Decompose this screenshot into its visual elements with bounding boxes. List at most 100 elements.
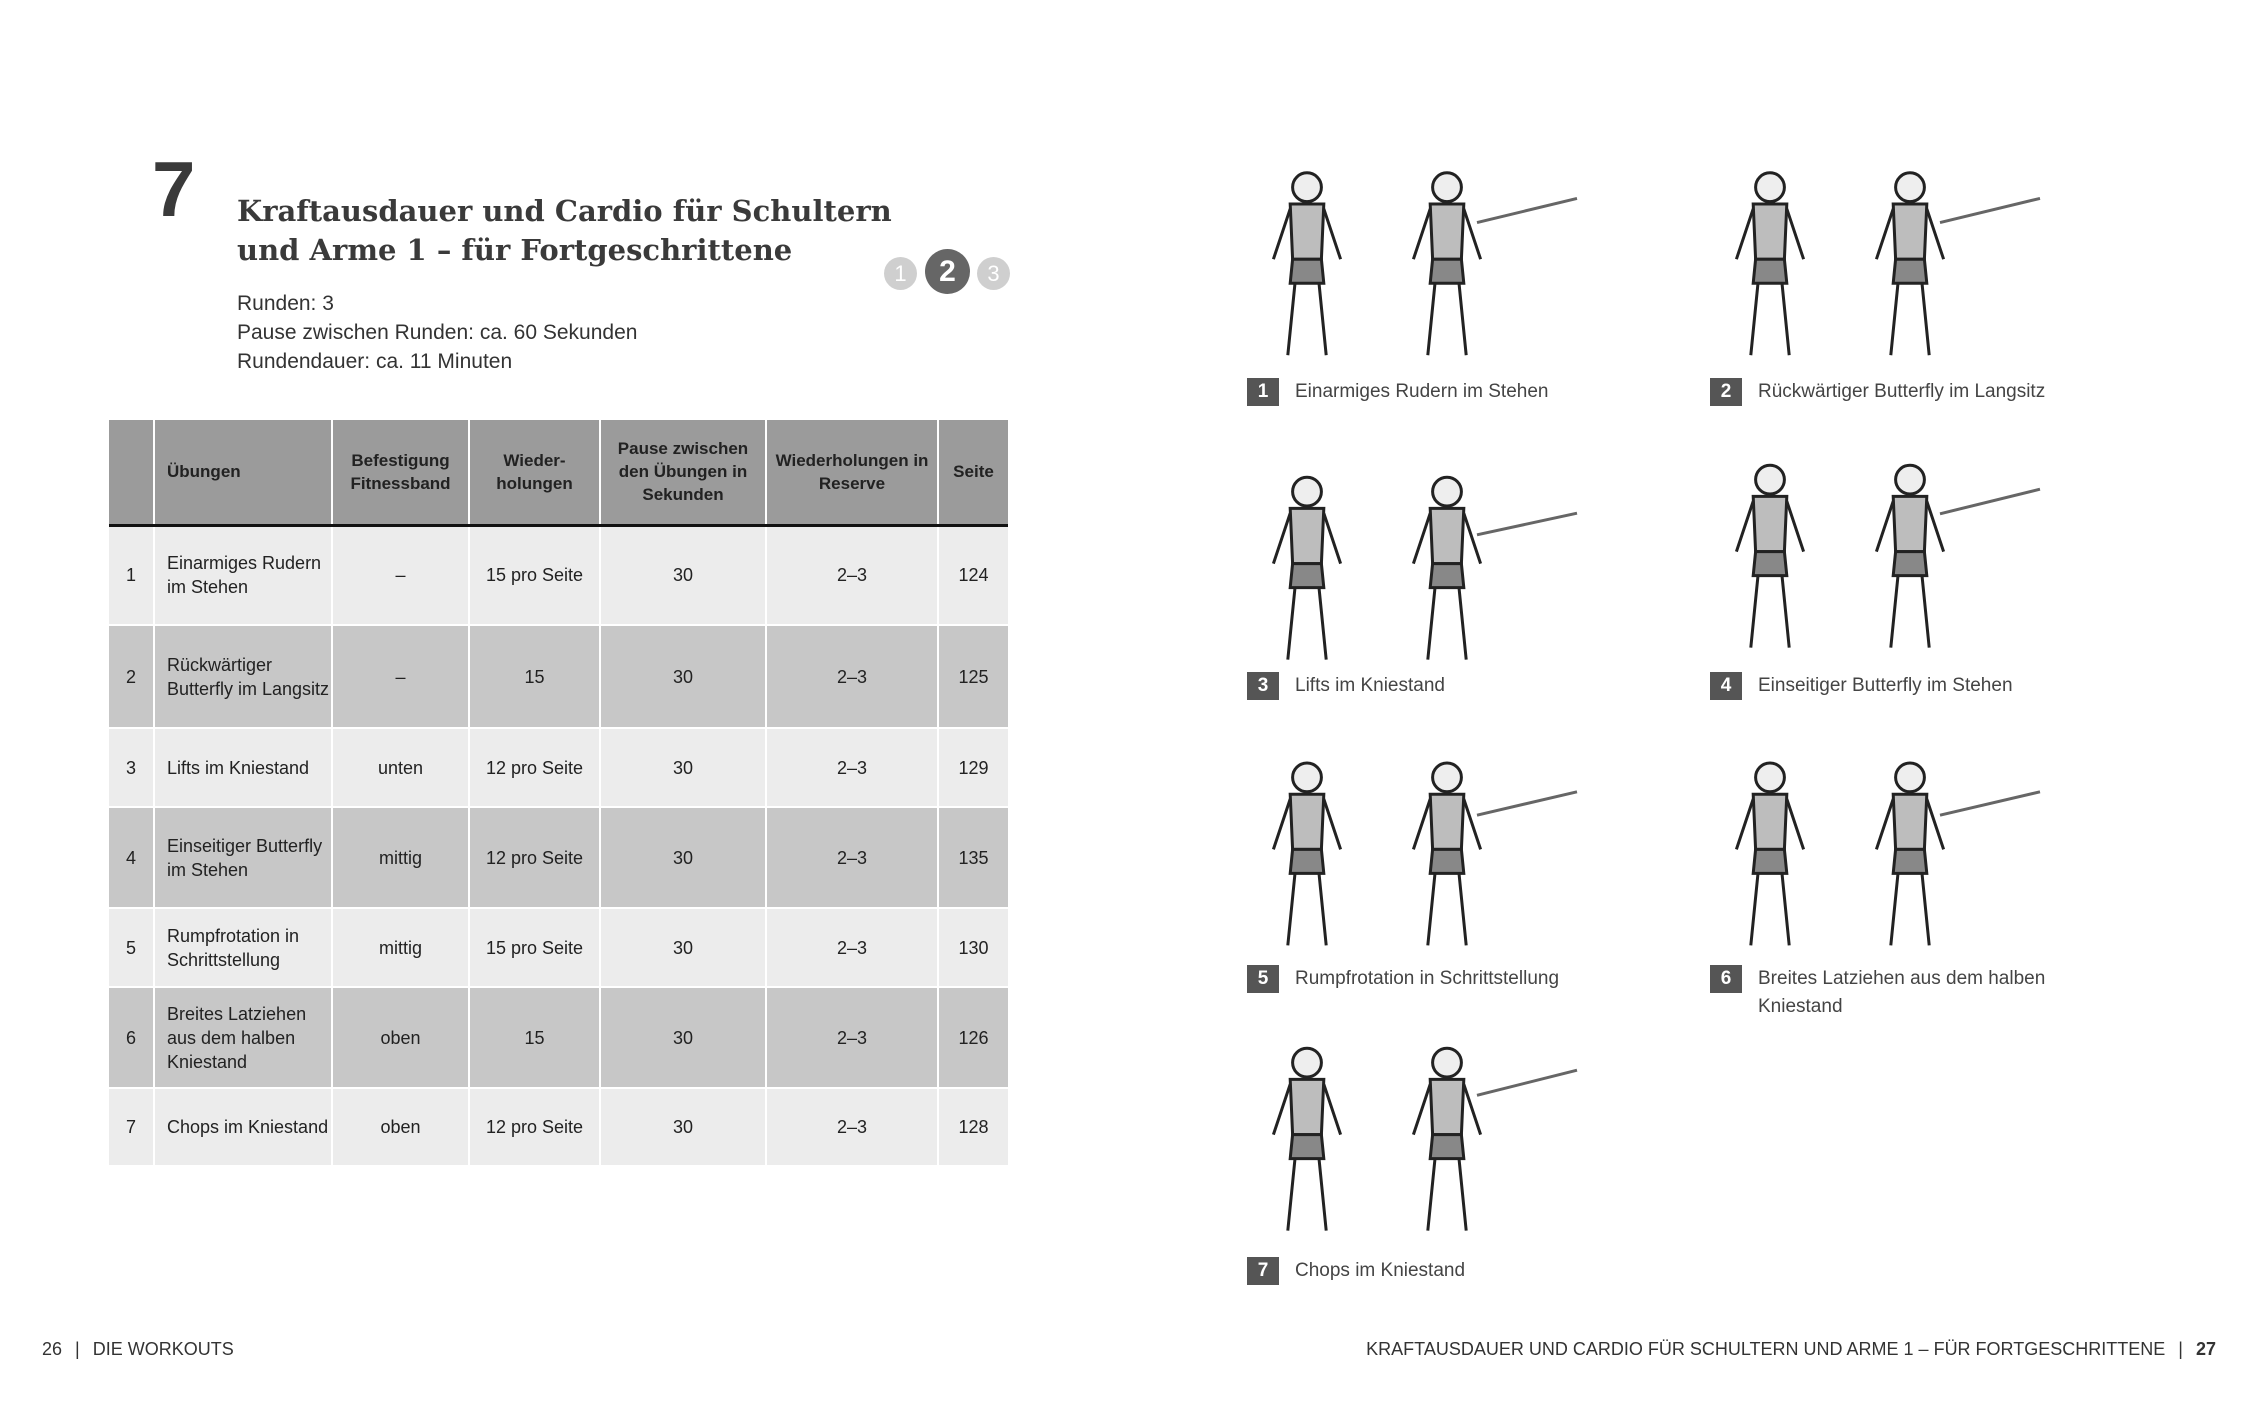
athlete-figure bbox=[1271, 475, 1343, 660]
cell-exercise: Breites Latziehen aus dem halben Kniesta… bbox=[153, 987, 332, 1089]
cell-pause: 30 bbox=[599, 728, 766, 808]
col-header-page: Seite bbox=[937, 420, 1008, 527]
workout-table: Übungen Befestigung Fitnessband Wieder-h… bbox=[109, 420, 1008, 1167]
exercise-caption: 6 Breites Latziehen aus dem halben Kniest… bbox=[1710, 965, 2070, 1021]
exercise-number-box: 6 bbox=[1710, 965, 1742, 993]
cell-reps: 12 pro Seite bbox=[468, 728, 600, 808]
cell-pause: 30 bbox=[599, 525, 766, 626]
chapter-number: 7 bbox=[152, 145, 196, 233]
cell-reserve: 2–3 bbox=[765, 807, 938, 909]
exercise-caption: 5 Rumpfrotation in Schrittstellung bbox=[1247, 965, 1627, 993]
exercise-illustration-4 bbox=[1710, 440, 2090, 671]
exercise-label: Einarmiges Rudern im Stehen bbox=[1295, 381, 1549, 402]
exercise-illustration-1 bbox=[1247, 150, 1627, 377]
exercise-illustration-6 bbox=[1710, 745, 2090, 964]
cell-attachment: oben bbox=[331, 987, 469, 1089]
cell-reps: 12 pro Seite bbox=[468, 807, 600, 909]
cell-reserve: 2–3 bbox=[765, 987, 938, 1089]
cell-reps: 12 pro Seite bbox=[468, 1088, 600, 1167]
col-header-exercises: Übungen bbox=[153, 420, 332, 527]
exercise-number-box: 5 bbox=[1247, 965, 1279, 993]
exercise-number-box: 3 bbox=[1247, 672, 1279, 700]
athlete-figure bbox=[1411, 475, 1483, 660]
cell-attachment: – bbox=[331, 625, 469, 729]
exercise-label: Chops im Kniestand bbox=[1295, 1260, 1466, 1281]
athlete-figure bbox=[1271, 1046, 1343, 1231]
col-header-number bbox=[109, 420, 154, 527]
cell-reserve: 2–3 bbox=[765, 1088, 938, 1167]
cell-number: 2 bbox=[109, 625, 154, 729]
cell-reps: 15 pro Seite bbox=[468, 908, 600, 988]
col-header-pause: Pause zwischen den Übungen in Sekunden bbox=[599, 420, 766, 527]
cell-reps: 15 bbox=[468, 625, 600, 729]
resistance-band bbox=[1939, 196, 2041, 225]
level-badge-2-active: 2 bbox=[925, 249, 970, 294]
footer-right: KRAFTAUSDAUER UND CARDIO FÜR SCHULTERN U… bbox=[1366, 1339, 2216, 1360]
cell-exercise: Rumpfrotation in Schrittstellung bbox=[153, 908, 332, 988]
cell-reserve: 2–3 bbox=[765, 728, 938, 808]
cell-pause: 30 bbox=[599, 807, 766, 909]
exercise-caption: 3 Lifts im Kniestand bbox=[1247, 672, 1627, 700]
athlete-figure bbox=[1874, 463, 1946, 648]
cell-reps: 15 bbox=[468, 987, 600, 1089]
cell-pause: 30 bbox=[599, 1088, 766, 1167]
footer-section-left: DIE WORKOUTS bbox=[92, 1339, 234, 1359]
exercise-label: Einseitiger Butterfly im Stehen bbox=[1758, 675, 2013, 696]
exercise-caption: 2 Rückwärtiger Butterfly im Langsitz bbox=[1710, 378, 2070, 406]
athlete-figure bbox=[1411, 1046, 1483, 1231]
athlete-figure bbox=[1734, 761, 1806, 946]
resistance-band bbox=[1939, 790, 2041, 817]
cell-reps: 15 pro Seite bbox=[468, 525, 600, 626]
athlete-figure bbox=[1734, 463, 1806, 648]
cell-attachment: unten bbox=[331, 728, 469, 808]
cell-exercise: Einseitiger Butterfly im Stehen bbox=[153, 807, 332, 909]
cell-page: 126 bbox=[937, 987, 1008, 1089]
exercise-number-box: 7 bbox=[1247, 1257, 1279, 1285]
cell-reserve: 2–3 bbox=[765, 908, 938, 988]
cell-reserve: 2–3 bbox=[765, 625, 938, 729]
athlete-figure bbox=[1271, 761, 1343, 946]
cell-page: 135 bbox=[937, 807, 1008, 909]
cell-number: 4 bbox=[109, 807, 154, 909]
cell-exercise: Chops im Kniestand bbox=[153, 1088, 332, 1167]
athlete-figure bbox=[1411, 761, 1483, 946]
footer-left: 26 | DIE WORKOUTS bbox=[42, 1339, 234, 1360]
resistance-band bbox=[1476, 196, 1578, 225]
exercise-illustration-2 bbox=[1710, 150, 2090, 377]
footer-divider: | bbox=[75, 1339, 80, 1359]
athlete-figure bbox=[1734, 171, 1806, 356]
exercise-label: Rumpfrotation in Schrittstellung bbox=[1295, 968, 1560, 989]
resistance-band bbox=[1939, 487, 2041, 516]
exercise-label: Rückwärtiger Butterfly im Langsitz bbox=[1758, 381, 2046, 402]
cell-number: 6 bbox=[109, 987, 154, 1089]
title-line-2: und Arme 1 – für Fortgeschrittene bbox=[237, 233, 793, 267]
athlete-figure bbox=[1411, 171, 1483, 356]
cell-page: 124 bbox=[937, 525, 1008, 626]
cell-attachment: mittig bbox=[331, 908, 469, 988]
exercise-caption: 1 Einarmiges Rudern im Stehen bbox=[1247, 378, 1627, 406]
exercise-number-box: 2 bbox=[1710, 378, 1742, 406]
cell-attachment: mittig bbox=[331, 807, 469, 909]
cell-pause: 30 bbox=[599, 908, 766, 988]
footer-divider: | bbox=[2178, 1339, 2183, 1359]
exercise-label: Breites Latziehen aus dem halben Kniesta… bbox=[1758, 968, 2046, 1017]
cell-number: 3 bbox=[109, 728, 154, 808]
exercise-number-box: 1 bbox=[1247, 378, 1279, 406]
exercise-number-box: 4 bbox=[1710, 672, 1742, 700]
cell-page: 130 bbox=[937, 908, 1008, 988]
resistance-band bbox=[1476, 1068, 1578, 1097]
cell-pause: 30 bbox=[599, 625, 766, 729]
info-pause: Pause zwischen Runden: ca. 60 Sekunden bbox=[237, 321, 638, 344]
exercise-label: Lifts im Kniestand bbox=[1295, 675, 1445, 696]
info-duration: Rundendauer: ca. 11 Minuten bbox=[237, 350, 513, 373]
cell-number: 7 bbox=[109, 1088, 154, 1167]
level-badge-1: 1 bbox=[884, 257, 917, 290]
exercise-caption: 7 Chops im Kniestand bbox=[1247, 1257, 1627, 1285]
cell-exercise: Einarmiges Rudern im Stehen bbox=[153, 525, 332, 626]
cell-pause: 30 bbox=[599, 987, 766, 1089]
exercise-illustration-5 bbox=[1247, 745, 1627, 964]
